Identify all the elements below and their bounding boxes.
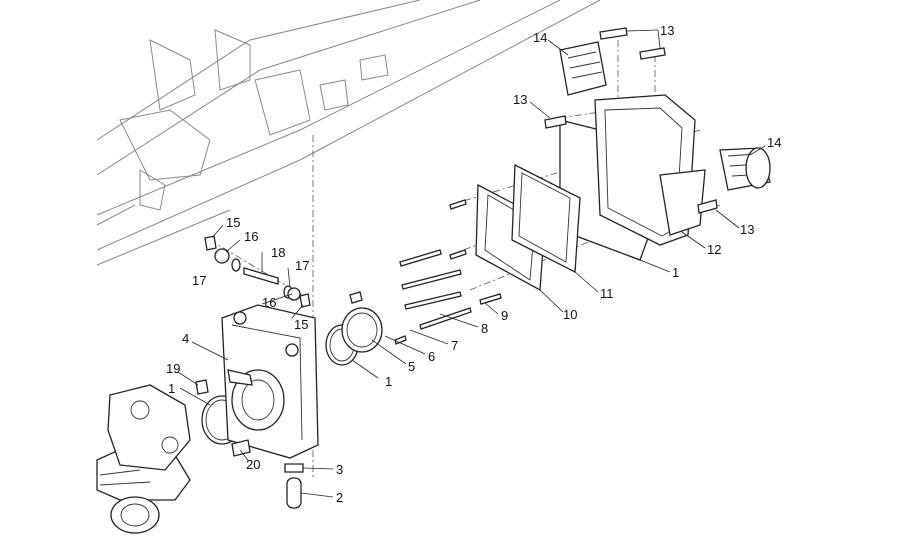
- callout-5: 5: [408, 359, 415, 374]
- callout-1-left: 1: [168, 381, 175, 396]
- callout-1-center: 1: [385, 374, 392, 389]
- callout-13-right: 13: [740, 222, 754, 237]
- callout-20: 20: [246, 457, 260, 472]
- callout-2: 2: [336, 490, 343, 505]
- clip-13-b: [639, 47, 666, 60]
- callout-6: 6: [428, 349, 435, 364]
- callout-1-right: 1: [672, 265, 679, 280]
- callout-19: 19: [166, 361, 180, 376]
- part-callouts: 1 1 1 2 3 4 5 6 7 8 9 10 11 12 13 13 13 …: [166, 23, 781, 505]
- intake-snorkel-top: [559, 41, 607, 96]
- fitting-20: [231, 439, 251, 457]
- clip-19: [195, 379, 209, 395]
- clip-13-a: [599, 27, 628, 40]
- callout-8: 8: [481, 321, 488, 336]
- callout-17-right: 17: [295, 258, 309, 273]
- hose-clamp: [341, 307, 383, 353]
- callout-13-top: 13: [660, 23, 674, 38]
- callout-15-bottom: 15: [294, 317, 308, 332]
- leader-lines: [177, 29, 766, 498]
- callout-16-bottom: 16: [262, 295, 276, 310]
- callout-18: 18: [271, 245, 285, 260]
- airbox-upper-housing: [594, 94, 706, 246]
- clip-13-c: [544, 115, 567, 129]
- callout-16-top: 16: [244, 229, 258, 244]
- callout-12: 12: [707, 242, 721, 257]
- callout-9: 9: [501, 308, 508, 323]
- callout-14-right: 14: [767, 135, 781, 150]
- callout-13-mid: 13: [513, 92, 527, 107]
- callout-15-top: 15: [226, 215, 240, 230]
- mounting-hardware: [204, 235, 311, 308]
- callout-17-left: 17: [192, 273, 206, 288]
- clip-13-d: [697, 199, 718, 214]
- drain-tube: [286, 477, 302, 509]
- airbox-lower-housing: [221, 304, 319, 459]
- callout-10: 10: [563, 307, 577, 322]
- bolts: [394, 199, 502, 345]
- drain-clamp: [284, 463, 304, 473]
- callout-11: 11: [600, 286, 614, 301]
- vehicle-frame: [96, 0, 601, 266]
- callout-7: 7: [451, 338, 458, 353]
- intake-snorkel-right: [719, 147, 771, 191]
- throttle-body: [96, 384, 191, 534]
- callout-3: 3: [336, 462, 343, 477]
- callout-4: 4: [182, 331, 189, 346]
- callout-14-top: 14: [533, 30, 547, 45]
